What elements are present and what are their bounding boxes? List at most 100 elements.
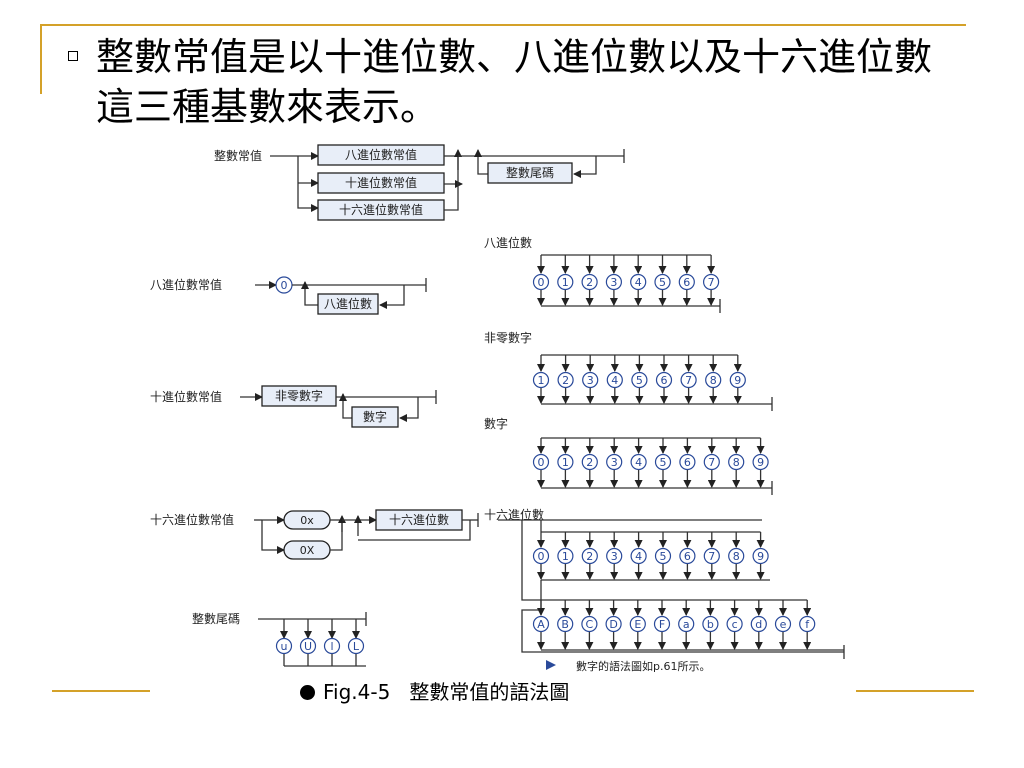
arrow bbox=[297, 156, 319, 212]
line bbox=[444, 156, 459, 211]
arrow bbox=[379, 285, 405, 309]
decimal-literal-box bbox=[317, 172, 445, 194]
hex-digit-circle bbox=[752, 547, 769, 565]
suffix-char: L bbox=[353, 640, 360, 653]
nonzero-digit-box bbox=[261, 385, 337, 407]
decimal-literal-label: 十進位數常值 bbox=[150, 389, 222, 404]
octal-literal-box bbox=[317, 144, 445, 166]
hex-digit-char: D bbox=[609, 618, 617, 631]
nonzero-digit-circle bbox=[729, 371, 746, 389]
octal-digit-circle bbox=[630, 273, 647, 291]
hex-digit-char: 6 bbox=[684, 550, 691, 563]
hex-digit-circle bbox=[728, 547, 745, 565]
digit-char: 0 bbox=[538, 456, 545, 469]
nonzero-digit-char: 4 bbox=[611, 374, 618, 387]
nonzero-digit-char: 6 bbox=[661, 374, 668, 387]
suffix-char: l bbox=[330, 640, 333, 653]
left-rule bbox=[40, 24, 42, 94]
arrow bbox=[261, 520, 285, 554]
bullet-square-icon bbox=[68, 51, 78, 61]
line bbox=[477, 170, 488, 175]
hex-digit-circle bbox=[653, 615, 671, 633]
hex-digit-char: 7 bbox=[708, 550, 715, 563]
hex-digit-char: 9 bbox=[757, 550, 764, 563]
hex-digit-circle bbox=[703, 547, 720, 565]
figure-caption: Fig.4-5 整數常值的語法圖 bbox=[300, 676, 569, 705]
octal-digit-circle bbox=[702, 273, 720, 291]
digit-char: 2 bbox=[586, 456, 593, 469]
prefix-0X-label: 0X bbox=[300, 544, 315, 557]
hex-digit-circle bbox=[581, 547, 598, 565]
nonzero-digit-char: 5 bbox=[636, 374, 643, 387]
hex-digit-char: F bbox=[659, 618, 665, 631]
hex-digit-circle bbox=[702, 615, 719, 633]
hex-digit-circle bbox=[557, 615, 574, 633]
hex-digit-char: e bbox=[780, 618, 787, 631]
arrow bbox=[573, 156, 597, 178]
nonzero-digit-char: 2 bbox=[562, 374, 569, 387]
hex-digit-circle bbox=[774, 615, 792, 633]
hex-digit-circle bbox=[629, 615, 646, 633]
hex-literal-box-label: 十六進位數常值 bbox=[339, 202, 423, 217]
hex-digit-char: a bbox=[683, 618, 690, 631]
nonzero-digit-char: 3 bbox=[587, 374, 594, 387]
nonzero-digit-circle bbox=[655, 371, 673, 389]
digit-circle bbox=[557, 453, 574, 471]
line bbox=[304, 302, 318, 306]
nonzero-digit-circle bbox=[582, 371, 599, 389]
zero-char: 0 bbox=[281, 279, 288, 292]
nonzero-digit-char: 8 bbox=[710, 374, 717, 387]
octal-digit-circle bbox=[557, 273, 574, 291]
octal-digit-char: 7 bbox=[708, 276, 715, 289]
octal-literal-box-label: 八進位數常值 bbox=[345, 147, 417, 162]
hex-digit-char: E bbox=[634, 618, 641, 631]
octal-digit-circle bbox=[581, 273, 598, 291]
nonzero-digit-circle bbox=[705, 371, 722, 389]
octal-digit-char: 3 bbox=[610, 276, 617, 289]
hex-digit-circle bbox=[799, 615, 816, 633]
digit-circle bbox=[728, 453, 745, 471]
bullet-line-1: 整數常值是以十進位數、八進位數以及十六進位數 bbox=[96, 35, 933, 79]
suffix-char: u bbox=[281, 640, 288, 653]
octal-digit-char: 2 bbox=[586, 276, 593, 289]
hex-digit-char: c bbox=[732, 618, 738, 631]
nonzero-digit-char: 1 bbox=[538, 374, 545, 387]
suffix-box-label: 整數尾碼 bbox=[506, 165, 554, 180]
hex-digit-char: 4 bbox=[635, 550, 642, 563]
octal-digit-circle bbox=[678, 273, 695, 291]
digit-char: 1 bbox=[562, 456, 569, 469]
hex-digit-char: A bbox=[537, 618, 545, 631]
bottom-left-rule bbox=[52, 690, 150, 692]
nonzero-digit-char: 7 bbox=[685, 374, 692, 387]
bottom-right-rule bbox=[856, 690, 974, 692]
nonzero-digit-char: 9 bbox=[734, 374, 741, 387]
hex-digit-char: d bbox=[755, 618, 762, 631]
nonzero-digit-label: 非零數字 bbox=[484, 330, 532, 345]
suffix-char: U bbox=[304, 640, 312, 653]
digit-circle bbox=[654, 453, 672, 471]
suffix-circle bbox=[299, 637, 317, 655]
digit-box bbox=[351, 406, 399, 428]
hex-digit-circle bbox=[557, 547, 574, 565]
hex-digit-circle bbox=[630, 547, 647, 565]
octal-digit-char: 5 bbox=[659, 276, 666, 289]
hex-digit-char: C bbox=[586, 618, 594, 631]
digit-circle bbox=[532, 453, 550, 471]
hex-digit-circle bbox=[679, 547, 696, 565]
digit-circle bbox=[679, 453, 696, 471]
hex-digit-circle bbox=[532, 547, 550, 565]
digit-circle bbox=[703, 453, 720, 471]
octal-digit-char: 0 bbox=[538, 276, 545, 289]
digit-char: 7 bbox=[708, 456, 715, 469]
octal-digit-char: 4 bbox=[635, 276, 642, 289]
digit-char: 5 bbox=[660, 456, 667, 469]
digit-char: 4 bbox=[635, 456, 642, 469]
nonzero-digit-diagram: 1 2 3 4 5 6 7 8 9 bbox=[532, 354, 773, 411]
hex-digit-circle bbox=[606, 547, 623, 565]
decimal-literal-diagram: 十進位數常值 非零數字 數字 bbox=[150, 385, 437, 428]
bullet-line-2: 這三種基數來表示。 bbox=[96, 85, 439, 129]
nonzero-digit-circle bbox=[557, 371, 574, 389]
